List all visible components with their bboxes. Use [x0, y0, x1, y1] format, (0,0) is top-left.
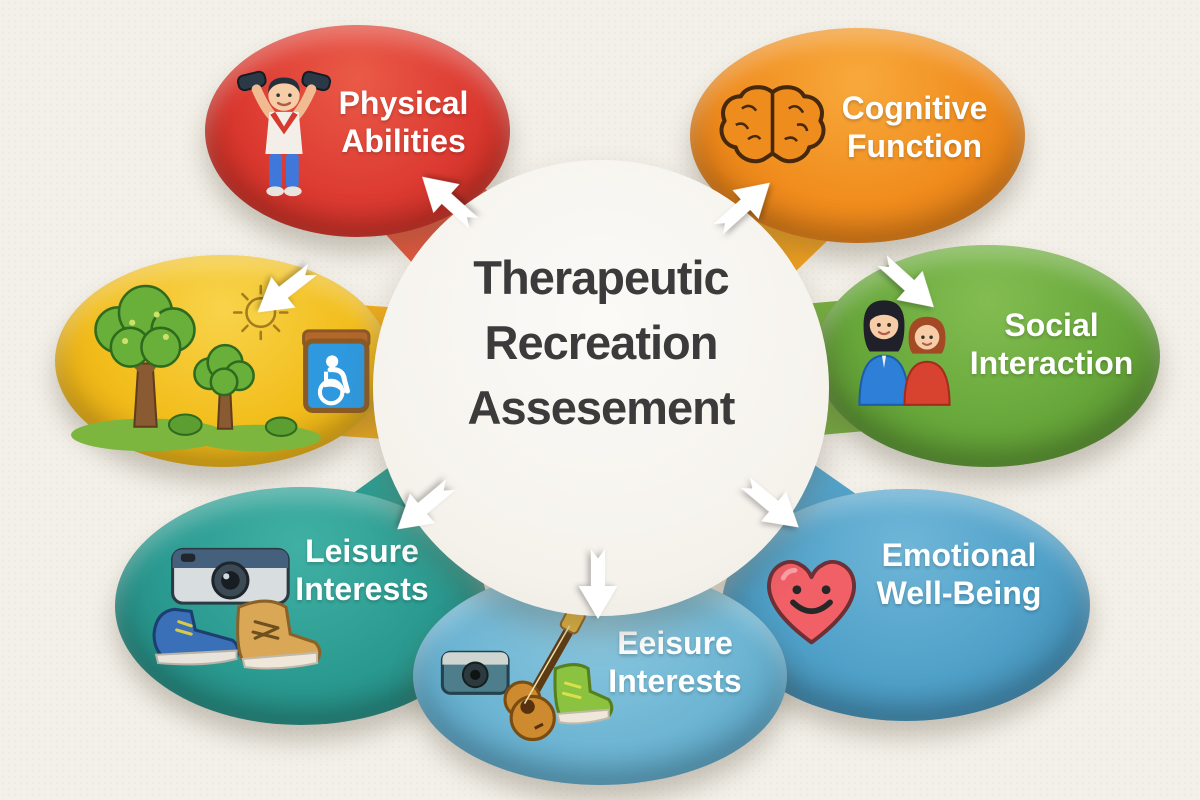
- weightlifter-icon: [235, 53, 333, 205]
- park-accessibility-icon: [69, 273, 375, 453]
- arrow-physical-icon: [402, 155, 493, 244]
- arrow-leisure-bottom-icon: [573, 545, 623, 623]
- arrow-social-icon: [862, 239, 953, 328]
- center-circle: Therapeutic Recreation Assesement: [373, 160, 829, 616]
- center-title: Therapeutic Recreation Assesement: [467, 251, 736, 434]
- two-people-icon: [841, 289, 969, 409]
- camera-guitar-boot-icon: [433, 603, 615, 757]
- arrow-emotional-icon: [726, 461, 818, 549]
- node-outdoor-recreation: [55, 255, 390, 467]
- smiling-heart-icon: [756, 547, 868, 653]
- camera-boots-icon: [143, 535, 325, 695]
- arrow-outdoor-icon: [239, 247, 331, 334]
- arrow-cognitive-icon: [698, 161, 789, 250]
- brain-icon: [710, 80, 835, 182]
- arrow-leisure-icon: [378, 463, 470, 551]
